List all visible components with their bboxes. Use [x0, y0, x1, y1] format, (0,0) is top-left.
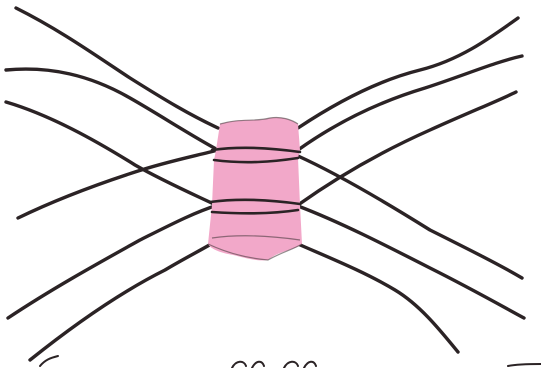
pink-binding-band	[208, 117, 302, 260]
strand-bottom-left	[30, 240, 218, 360]
mark-bottom-right	[508, 364, 541, 366]
strand-top-left	[16, 8, 218, 128]
mark-bottom-center	[232, 362, 316, 368]
strand-bottom-right	[298, 244, 458, 352]
strand-top-right	[298, 18, 518, 128]
strand-mid-left	[6, 102, 218, 206]
strand-cross-left	[18, 150, 218, 218]
bottom-marks	[40, 356, 541, 368]
mark-bottom-left	[40, 356, 58, 366]
strand-upper-left	[6, 69, 218, 150]
